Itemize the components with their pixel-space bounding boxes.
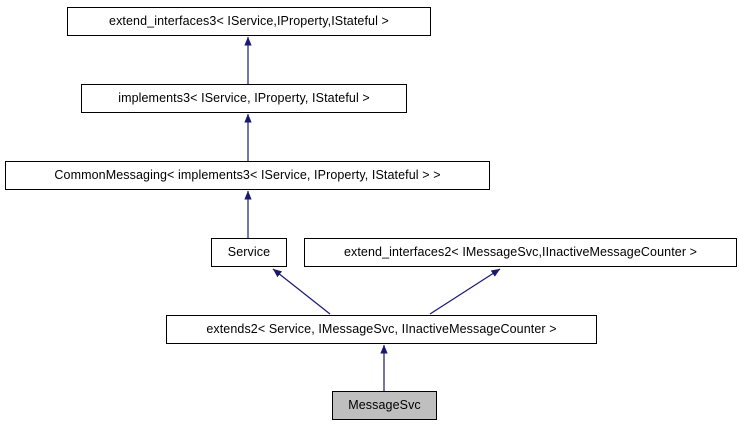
node-label: CommonMessaging< implements3< IService, …: [54, 168, 441, 183]
node-label: MessageSvc: [348, 398, 421, 413]
node-extend-interfaces2[interactable]: extend_interfaces2< IMessageSvc,IInactiv…: [304, 238, 737, 267]
node-extend-interfaces3[interactable]: extend_interfaces3< IService,IProperty,I…: [67, 7, 431, 36]
node-label: extend_interfaces3< IService,IProperty,I…: [109, 14, 389, 29]
edge-extends2-to-service: [272, 268, 331, 315]
node-label: implements3< IService, IProperty, IState…: [118, 91, 370, 106]
node-messagesvc[interactable]: MessageSvc: [332, 391, 437, 420]
edge-extends2-to-extend-interfaces2: [429, 268, 501, 315]
node-label: extends2< Service, IMessageSvc, IInactiv…: [206, 322, 557, 337]
node-commonmessaging[interactable]: CommonMessaging< implements3< IService, …: [5, 161, 490, 190]
node-service[interactable]: Service: [211, 238, 287, 267]
node-label: Service: [227, 245, 271, 260]
node-label: extend_interfaces2< IMessageSvc,IInactiv…: [343, 245, 698, 260]
node-implements3[interactable]: implements3< IService, IProperty, IState…: [81, 84, 407, 113]
node-extends2[interactable]: extends2< Service, IMessageSvc, IInactiv…: [166, 315, 597, 344]
